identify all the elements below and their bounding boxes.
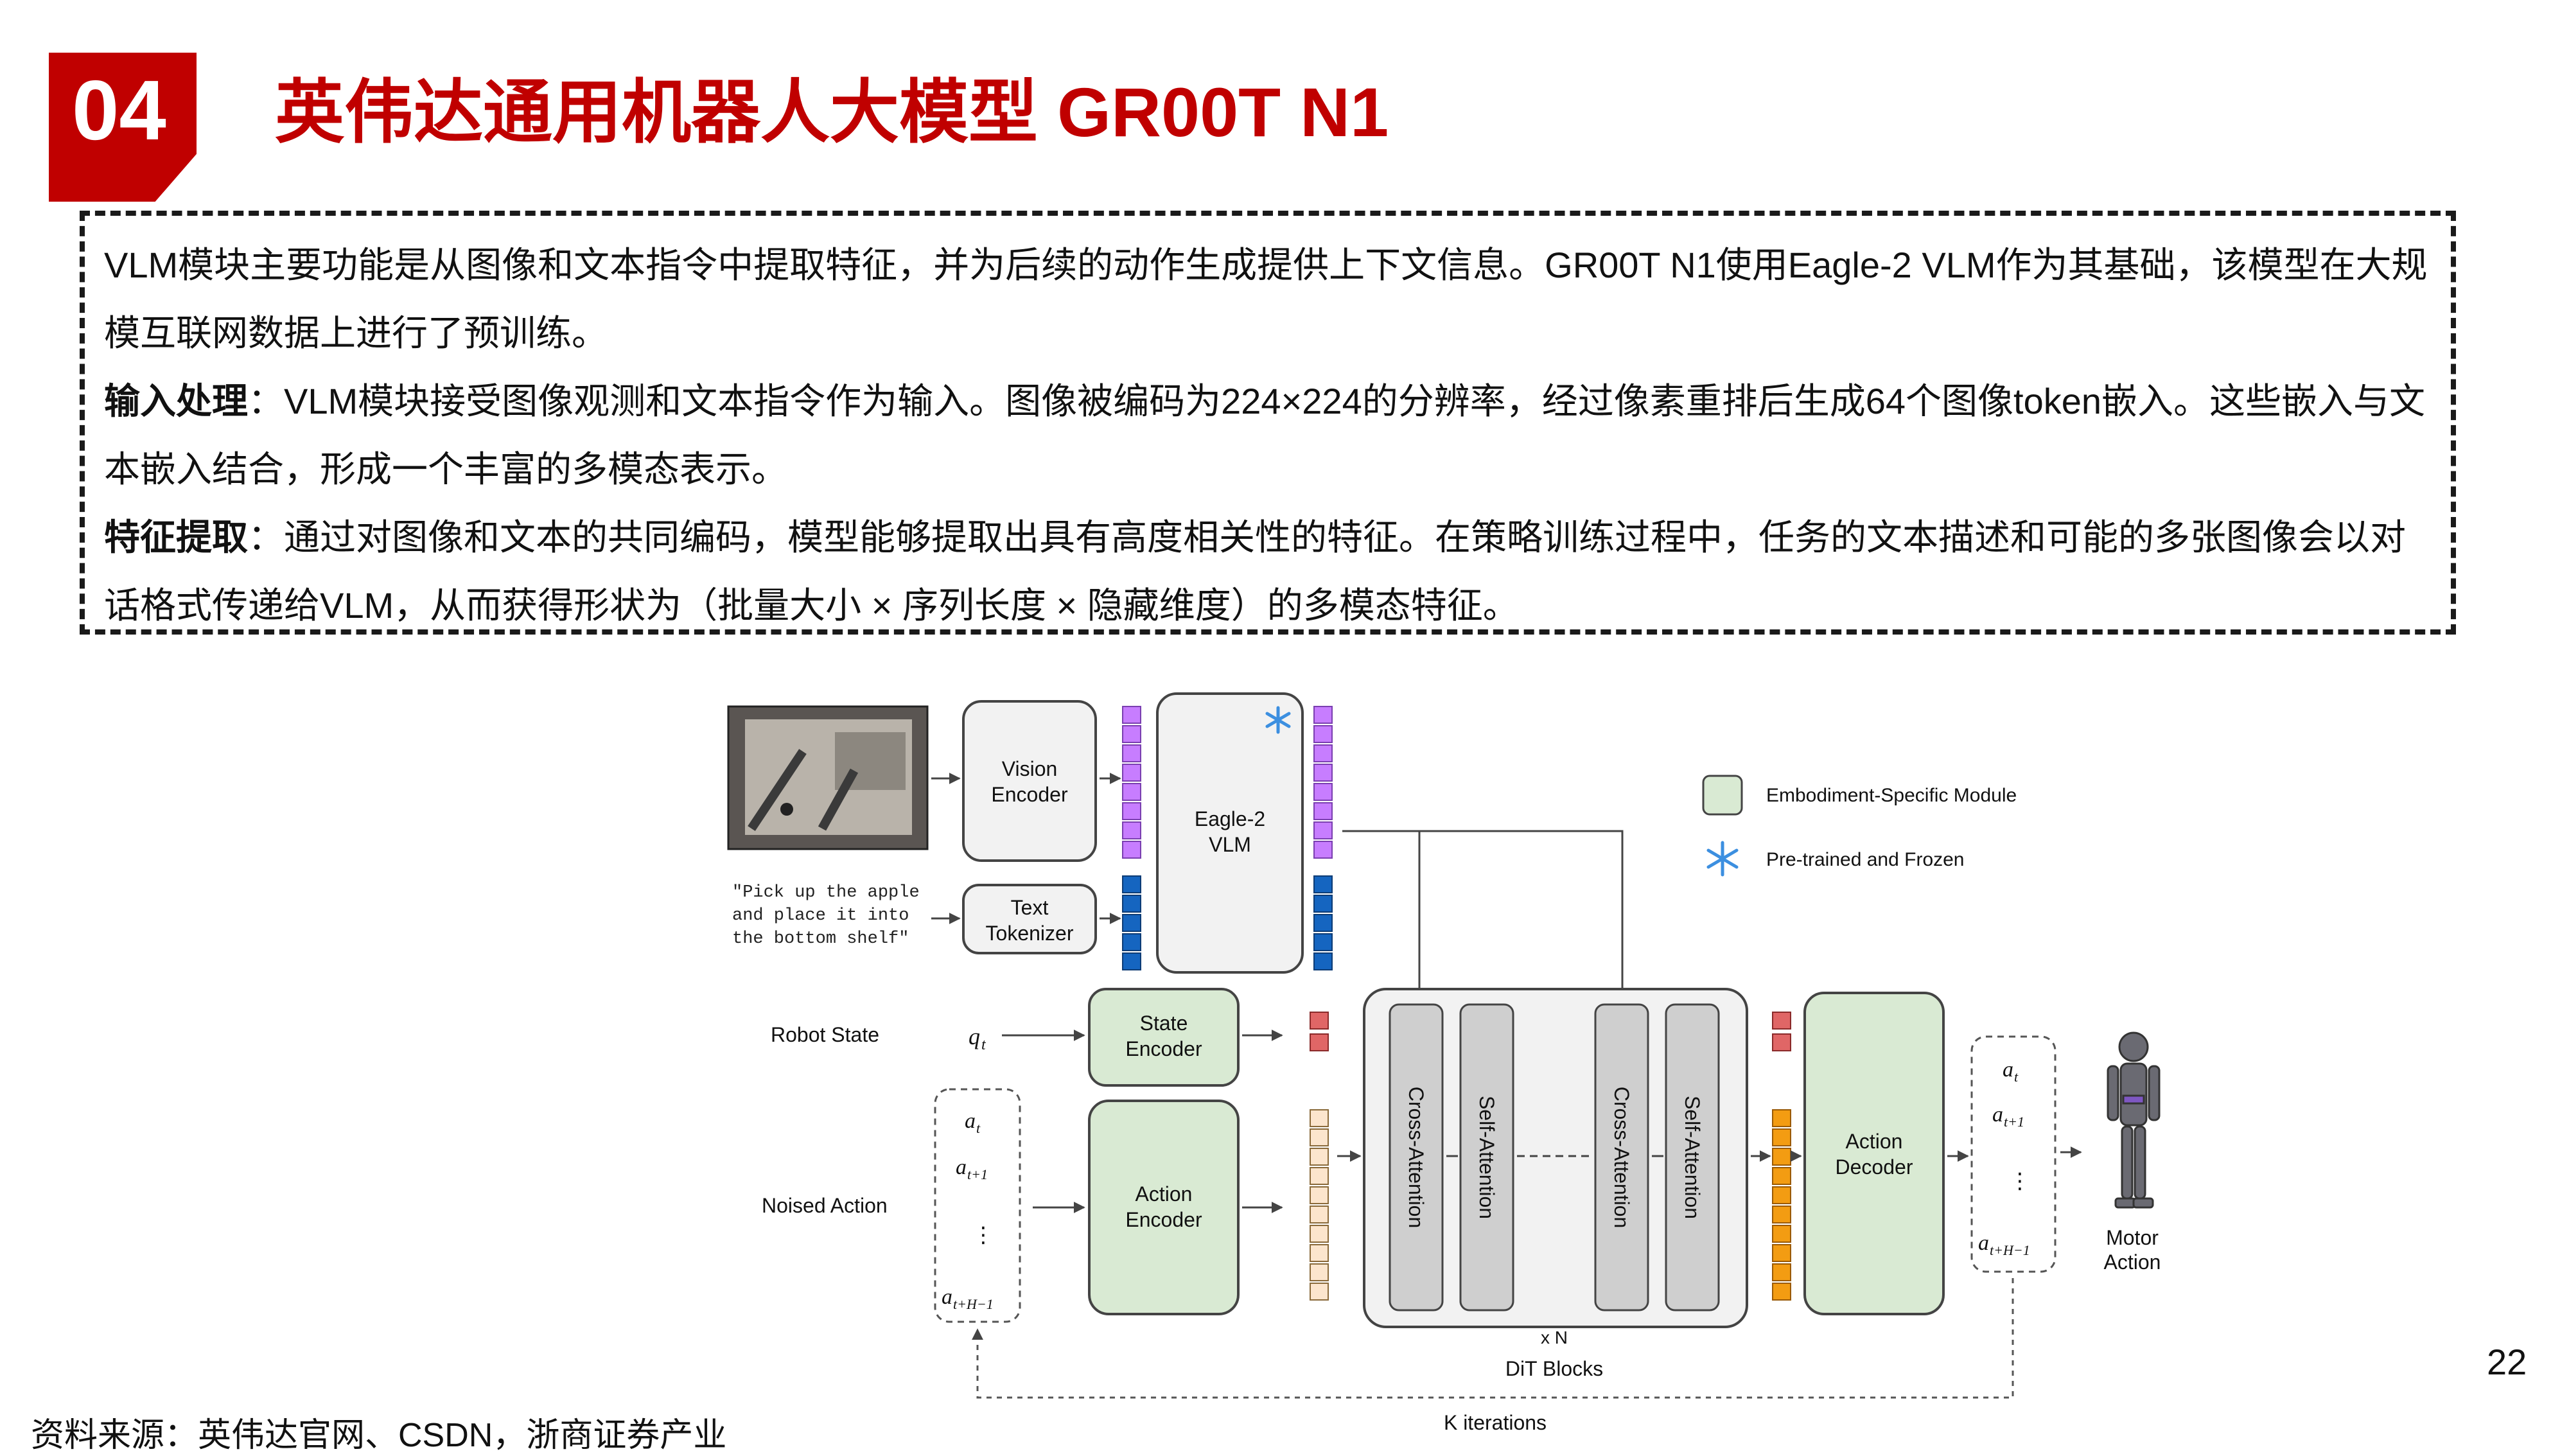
predicted-action-items: a t a t+1 ⋮ a t+H−1 bbox=[1978, 1058, 2031, 1258]
predicted-action-sequence bbox=[1970, 1035, 2056, 1273]
self-attention-label-2: Self-Attention bbox=[1681, 1096, 1704, 1219]
self-attention-block-1 bbox=[1459, 1003, 1514, 1311]
paragraph-text: VLM模块主要功能是从图像和文本指令中提取特征，并为后续的动作生成提供上下文信息… bbox=[104, 245, 2428, 353]
text-tokenizer-box bbox=[962, 884, 1097, 954]
action-decoder-label-2: Decoder bbox=[1836, 1155, 1913, 1179]
cross-attention-label-2: Cross-Attention bbox=[1610, 1087, 1633, 1229]
vision-encoder-label-2: Encoder bbox=[991, 783, 1068, 806]
noised-action-t1-sub: t+1 bbox=[967, 1166, 988, 1182]
instruction-line-3: the bottom shelf" bbox=[732, 929, 909, 949]
instruction-line-2: and place it into bbox=[732, 906, 909, 925]
action-output-token-column bbox=[1772, 1109, 1791, 1301]
legend-frozen-label: Pre-trained and Frozen bbox=[1766, 849, 1965, 870]
cross-attention-label-1: Cross-Attention bbox=[1405, 1087, 1428, 1229]
dit-blocks-label: DiT Blocks bbox=[1505, 1357, 1603, 1380]
text-tokenizer-label-2: Tokenizer bbox=[986, 922, 1074, 945]
paragraph-label: 输入处理 bbox=[104, 381, 248, 421]
page-number: 22 bbox=[2487, 1342, 2527, 1382]
self-attention-block-2 bbox=[1665, 1003, 1720, 1311]
paragraph-label: 特征提取 bbox=[104, 517, 248, 557]
k-iterations-label: K iterations bbox=[1444, 1411, 1547, 1434]
state-symbol: q bbox=[969, 1024, 980, 1049]
pred-action-t1-sub: t+1 bbox=[2004, 1114, 2024, 1130]
action-decoder-box bbox=[1803, 992, 1945, 1315]
noised-action-th: a bbox=[942, 1285, 952, 1309]
pred-action-th: a bbox=[1978, 1231, 1989, 1255]
action-encoder-label-2: Encoder bbox=[1125, 1208, 1202, 1231]
paragraph-vlm-intro: VLM模块主要功能是从图像和文本指令中提取特征，并为后续的动作生成提供上下文信息… bbox=[104, 231, 2428, 367]
noised-action-t-sub: t bbox=[976, 1120, 981, 1136]
cross-attention-block-1 bbox=[1389, 1003, 1444, 1311]
robot-state-label: Robot State bbox=[771, 1023, 879, 1046]
vision-token-column bbox=[1122, 706, 1141, 859]
paragraph-text: ：VLM模块接受图像观测和文本指令作为输入。图像被编码为224×224的分辨率，… bbox=[104, 381, 2425, 489]
section-number: 04 bbox=[72, 63, 166, 157]
legend-embodiment-swatch bbox=[1702, 775, 1743, 816]
legend-embodiment-label: Embodiment-Specific Module bbox=[1766, 785, 2017, 806]
text-token-column bbox=[1122, 875, 1141, 970]
pred-action-t-sub: t bbox=[2014, 1069, 2019, 1085]
motor-action-label-1: Motor bbox=[2106, 1226, 2159, 1249]
state-output-token-column bbox=[1772, 1012, 1791, 1051]
cross-attention-block-2 bbox=[1594, 1003, 1649, 1311]
vlm-label-2: VLM bbox=[1209, 833, 1251, 856]
state-encoder-box bbox=[1088, 988, 1240, 1087]
paragraph-input-processing: 输入处理：VLM模块接受图像观测和文本指令作为输入。图像被编码为224×224的… bbox=[104, 367, 2428, 504]
noised-action-sequence bbox=[934, 1088, 1021, 1323]
vlm-label-1: Eagle-2 bbox=[1195, 807, 1265, 830]
action-encoder-label-1: Action bbox=[1135, 1182, 1193, 1206]
noised-action-dots: ⋮ bbox=[972, 1223, 994, 1247]
noised-action-items: a t a t+1 ⋮ a t+H−1 bbox=[942, 1109, 994, 1312]
action-decoder-label-1: Action bbox=[1846, 1130, 1903, 1153]
vision-encoder-box bbox=[962, 700, 1097, 862]
action-encoder-box bbox=[1088, 1100, 1240, 1315]
eagle-vlm-box bbox=[1156, 692, 1304, 974]
noised-action-t: a bbox=[965, 1109, 976, 1133]
section-number-badge: 04 bbox=[49, 53, 197, 202]
paragraph-text: ：通过对图像和文本的共同编码，模型能够提取出具有高度相关性的特征。在策略训练过程… bbox=[104, 517, 2406, 626]
vlm-output-token-column bbox=[1313, 706, 1333, 970]
pred-action-t: a bbox=[2003, 1058, 2013, 1082]
text-tokenizer-label-1: Text bbox=[1011, 896, 1049, 919]
motor-action-label-2: Action bbox=[2104, 1250, 2161, 1274]
pred-action-th-sub: t+H−1 bbox=[1990, 1242, 2030, 1258]
pred-action-t1: a bbox=[1992, 1103, 2003, 1127]
page-title: 英伟达通用机器人大模型 GR00T N1 bbox=[275, 73, 1389, 151]
camera-observation-image bbox=[727, 705, 929, 850]
state-encoder-label-2: Encoder bbox=[1125, 1037, 1202, 1060]
xn-label: x N bbox=[1541, 1328, 1568, 1347]
snowflake-icon bbox=[1265, 706, 1291, 734]
state-symbol-sub: t bbox=[981, 1037, 986, 1053]
description-box: VLM模块主要功能是从图像和文本指令中提取特征，并为后续的动作生成提供上下文信息… bbox=[80, 211, 2456, 635]
vision-encoder-label-1: Vision bbox=[1002, 757, 1058, 780]
self-attention-label-1: Self-Attention bbox=[1475, 1096, 1498, 1219]
instruction-line-1: "Pick up the apple bbox=[732, 883, 920, 902]
humanoid-robot-icon bbox=[2107, 1031, 2161, 1209]
action-token-column bbox=[1310, 1109, 1329, 1301]
legend-snowflake-icon bbox=[1706, 841, 1739, 877]
state-token-column bbox=[1310, 1012, 1329, 1051]
paragraph-feature-extraction: 特征提取：通过对图像和文本的共同编码，模型能够提取出具有高度相关性的特征。在策略… bbox=[104, 504, 2428, 640]
noised-action-t1: a bbox=[956, 1155, 967, 1179]
noised-action-th-sub: t+H−1 bbox=[953, 1296, 994, 1312]
k-iterations-loop bbox=[972, 1278, 2014, 1399]
noised-action-label: Noised Action bbox=[762, 1194, 888, 1217]
source-note: 资料来源：英伟达官网、CSDN，浙商证券产业 bbox=[31, 1417, 727, 1454]
state-encoder-label-1: State bbox=[1140, 1012, 1188, 1035]
pred-action-dots: ⋮ bbox=[2009, 1169, 2031, 1193]
